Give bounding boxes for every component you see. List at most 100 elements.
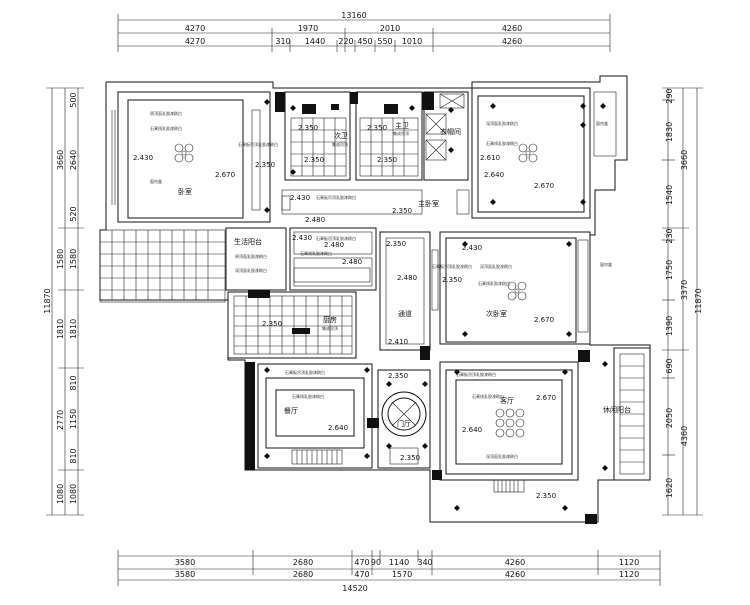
ceiling-lamp-icon: [174, 143, 194, 163]
bottom-dimension-lines: [117, 550, 661, 586]
ceiling-note: 石膏板吊顶乳胶漆刷白: [432, 263, 472, 269]
height-mark: 2.640: [484, 171, 504, 179]
height-mark: 2.350: [255, 161, 275, 169]
bottom-sub-dim-4: 1570: [392, 570, 412, 579]
height-mark: 2.430: [462, 244, 482, 252]
passage-area: [281, 189, 423, 215]
room-dining: [257, 363, 373, 469]
height-mark: 2.430: [290, 194, 310, 202]
room-foyer: [377, 369, 431, 469]
ceiling-note: 石膏线乳胶漆刷白: [486, 140, 518, 146]
height-mark: 2.640: [328, 424, 348, 432]
ceiling-note: 石膏线乳胶漆刷白: [150, 125, 182, 131]
ceiling-lamp-icon: [518, 143, 538, 163]
top-dim-2: 1970: [298, 24, 318, 33]
ceiling-note: 石膏线乳胶漆刷白: [478, 280, 510, 286]
ceiling-note: 原顶面乳胶漆刷白: [150, 110, 182, 116]
height-mark: 2.350: [377, 156, 397, 164]
height-mark: 2.350: [388, 372, 408, 380]
height-mark: 2.350: [304, 156, 324, 164]
right-sub-dim-8: 2050: [665, 408, 674, 428]
ceiling-note: 石膏线乳胶漆刷白: [292, 393, 324, 399]
height-mark: 2.670: [215, 171, 235, 179]
height-mark: 2.410: [388, 338, 408, 346]
bottom-dim-2: 2680: [293, 558, 313, 567]
room-label-second-bath: 次卫: [334, 131, 348, 140]
bottom-dim-8: 1120: [619, 558, 639, 567]
height-mark: 2.670: [536, 394, 556, 402]
bottom-sub-dim-3: 470: [354, 570, 369, 579]
top-sub-dim-6: 550: [377, 37, 392, 46]
right-dim-1: 3660: [680, 150, 689, 170]
height-mark: 2.430: [133, 154, 153, 162]
right-sub-dim-9: 1620: [665, 478, 674, 498]
wall-blocks: [245, 92, 597, 524]
ceiling-note: 集成吊顶: [393, 130, 409, 136]
room-master-bedroom: [456, 87, 617, 219]
ceiling-note: 石膏板吊顶乳胶漆刷白: [238, 141, 278, 147]
height-mark: 2.480: [324, 241, 344, 249]
ceiling-note: 石膏线乳胶漆刷白: [472, 393, 504, 399]
room-label-wardrobe: 衣帽间: [440, 127, 461, 136]
room-label-master-bedroom: 主卧室: [418, 199, 439, 208]
bottom-sub-dim-2: 2680: [293, 570, 313, 579]
left-sub-dim-4: 1580: [69, 249, 78, 269]
height-mark: 2.480: [305, 216, 325, 224]
outer-walls: [99, 75, 651, 523]
left-sub-dim-2: 2640: [69, 150, 78, 170]
right-dimension-lines: [662, 87, 703, 516]
bottom-dim-6: 340: [417, 558, 432, 567]
room-master-bath: [355, 91, 423, 181]
left-sub-dim-5: 1810: [69, 319, 78, 339]
right-total-dimension: 11870: [694, 288, 703, 313]
room-leisure-balcony: [613, 347, 651, 481]
ceiling-note: 石膏板吊顶乳胶漆刷白: [456, 371, 496, 377]
height-mark: 2.640: [462, 426, 482, 434]
room-second-bedroom: [439, 231, 591, 345]
right-sub-dim-6: 1390: [665, 316, 674, 336]
bottom-sub-dim-6: 1120: [619, 570, 639, 579]
room-label-master-bath: 主卫: [395, 121, 409, 130]
ceiling-note: 石膏板吊顶乳胶漆刷白: [285, 369, 325, 375]
height-mark: 2.670: [534, 316, 554, 324]
right-sub-dim-7: 690: [665, 358, 674, 373]
ceiling-note: 石膏线乳胶漆刷白: [300, 250, 332, 256]
ceiling-note: 窗帘盒: [596, 120, 608, 126]
room-wardrobe: [423, 91, 469, 181]
room-living: [439, 361, 579, 493]
ceiling-note: 集成吊顶: [322, 325, 338, 331]
room-label-bedroom: 卧室: [178, 187, 192, 196]
room-label-dining: 餐厅: [284, 406, 298, 415]
room-label-living: 客厅: [500, 396, 514, 405]
top-dim-1: 4270: [185, 24, 205, 33]
left-dim-5: 1080: [56, 484, 65, 504]
height-mark: 2.350: [367, 124, 387, 132]
room-label-utility-balcony: 生活阳台: [234, 237, 262, 246]
ceiling-note: 原顶面乳胶漆刷白: [235, 253, 267, 259]
top-dimension-lines: [117, 14, 611, 52]
height-mark: 2.350: [400, 454, 420, 462]
height-mark: 2.350: [262, 320, 282, 328]
height-mark: 2.350: [442, 276, 462, 284]
left-total-dimension: 11870: [43, 288, 52, 313]
left-sub-dim-8: 810: [69, 448, 78, 463]
room-corridor: [379, 231, 439, 351]
right-sub-dim-4: 230: [665, 228, 674, 243]
storage-blocks: [289, 227, 377, 291]
room-label-corridor: 通道: [398, 309, 412, 318]
height-mark: 2.350: [298, 124, 318, 132]
right-sub-dim-3: 1540: [665, 185, 674, 205]
bottom-dim-4: 90: [371, 558, 381, 567]
bottom-sub-dim-5: 4260: [505, 570, 525, 579]
left-sub-dim-6: 810: [69, 375, 78, 390]
height-mark: 2.670: [534, 182, 554, 190]
top-sub-dim-4: 220: [338, 37, 353, 46]
left-sub-dim-7: 1150: [69, 409, 78, 429]
height-mark: 2.610: [480, 154, 500, 162]
left-dim-1: 3660: [56, 150, 65, 170]
room-bedroom: [111, 91, 271, 223]
height-mark: 2.480: [342, 258, 362, 266]
top-dim-4: 4260: [502, 24, 522, 33]
